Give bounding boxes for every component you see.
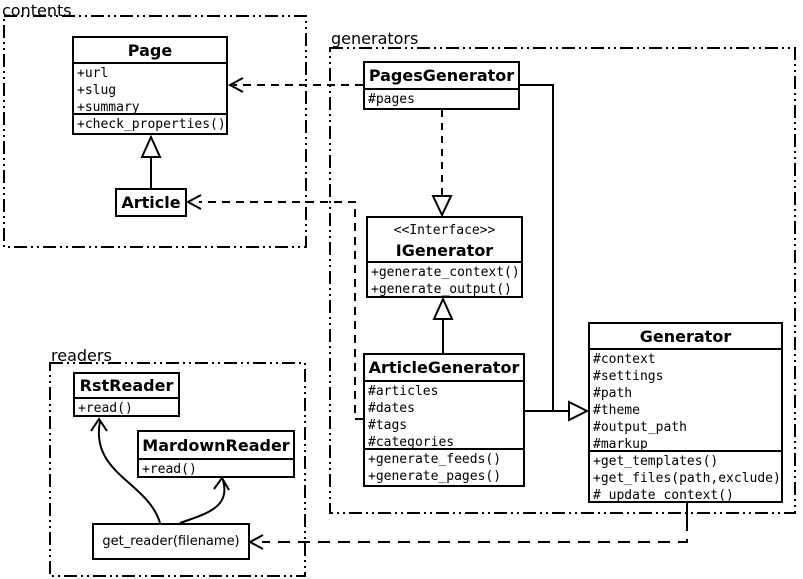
class-box-mardown-reader: MardownReader +read(): [137, 430, 295, 478]
class-member: #path: [593, 386, 633, 401]
class-methods: +read(): [139, 458, 293, 476]
class-box-rst-reader: RstReader +read(): [73, 372, 180, 417]
class-stereotype: <<Interface>>: [393, 223, 496, 238]
class-member: #output_path: [593, 420, 687, 435]
class-member: +summary: [77, 100, 140, 113]
class-member: +url: [77, 66, 109, 81]
class-methods: +read(): [75, 397, 178, 415]
class-title: Page: [127, 40, 173, 60]
class-member: +generate_feeds(): [368, 452, 502, 467]
class-title: Generator: [639, 326, 732, 346]
class-attributes: #pages: [365, 88, 518, 108]
class-member: #settings: [593, 369, 664, 384]
class-member: +check_properties(): [77, 117, 224, 132]
class-attributes: +url +slug +summary: [74, 62, 226, 113]
dependency-line-articlegenerator-article: [199, 201, 363, 420]
class-member: +read(): [78, 401, 133, 415]
class-member: +slug: [77, 83, 117, 98]
class-box-igenerator: <<Interface>> IGenerator +generate_conte…: [366, 216, 523, 298]
class-title: MardownReader: [142, 435, 290, 455]
class-member: +generate_pages(): [368, 469, 502, 484]
arrow-curve-getreader-rstreader: [97, 420, 161, 524]
package-label-readers: readers: [51, 346, 112, 365]
class-box-page: Page +url +slug +summary +check_properties…: [72, 36, 228, 135]
class-member: #tags: [368, 418, 408, 433]
dependency-line-generator-getreader: [262, 519, 688, 543]
class-title: Article: [121, 193, 181, 212]
class-box-article-generator: ArticleGenerator #articles #dates #tags #ca…: [363, 353, 525, 487]
open-arrowhead-getreader: [247, 534, 264, 550]
class-member: +get_templates(): [593, 454, 719, 469]
package-frame-contents: [3, 15, 307, 248]
class-methods: +generate_feeds() +generate_pages(): [365, 448, 523, 485]
class-box-generator: Generator #context #settings #path #theme #o…: [588, 322, 783, 503]
class-attributes: #context #settings #path #theme #output_path…: [590, 348, 781, 450]
class-member: +read(): [142, 462, 197, 476]
class-member: +get_files(path,exclude): [593, 471, 779, 486]
inheritance-triangle-igenerator: [432, 296, 454, 320]
realization-triangle-igenerator: [431, 195, 453, 218]
arrow-curve-getreader-mardownreader: [179, 479, 226, 524]
class-title: RstReader: [79, 376, 174, 395]
open-arrowhead-page: [227, 77, 244, 93]
function-label: get_reader(filename): [102, 534, 240, 549]
package-frame-readers: [49, 362, 306, 577]
class-title: IGenerator: [395, 240, 494, 260]
class-attributes: #articles #dates #tags #categories: [365, 380, 523, 448]
class-member: +generate_context(): [371, 265, 519, 280]
package-frame-generators: [329, 47, 796, 514]
open-arrowhead-rstreader: [90, 417, 108, 432]
class-methods: +generate_context() +generate_output(): [368, 261, 521, 299]
open-arrowhead-article: [185, 194, 202, 210]
class-member: #dates: [368, 401, 415, 416]
package-label-contents: contents: [2, 1, 72, 20]
class-title: ArticleGenerator: [368, 358, 520, 377]
inheritance-triangle-article-page: [140, 134, 162, 158]
class-member: #theme: [593, 403, 640, 418]
class-member: #_update_context(): [593, 488, 734, 501]
class-member: +generate_output(): [371, 282, 512, 297]
class-box-article: Article: [115, 188, 187, 217]
class-member: #articles: [368, 384, 439, 399]
class-member: #context: [593, 352, 656, 367]
class-box-pages-generator: PagesGenerator #pages: [363, 61, 520, 110]
class-member: #markup: [593, 437, 648, 450]
class-member: #pages: [368, 92, 415, 107]
class-methods: +get_templates() +get_files(path,exclude)…: [590, 450, 781, 501]
open-arrowhead-mardownreader: [213, 476, 230, 491]
package-label-generators: generators: [331, 29, 419, 48]
class-methods: +check_properties(): [74, 113, 226, 135]
inheritance-line-pagesgenerator-generator: [520, 84, 554, 411]
class-member: #categories: [368, 435, 455, 448]
inheritance-triangle-generator: [568, 400, 590, 422]
function-box-get-reader: get_reader(filename): [92, 523, 250, 560]
class-title: PagesGenerator: [368, 66, 515, 85]
class-header: <<Interface>> IGenerator: [368, 218, 521, 261]
